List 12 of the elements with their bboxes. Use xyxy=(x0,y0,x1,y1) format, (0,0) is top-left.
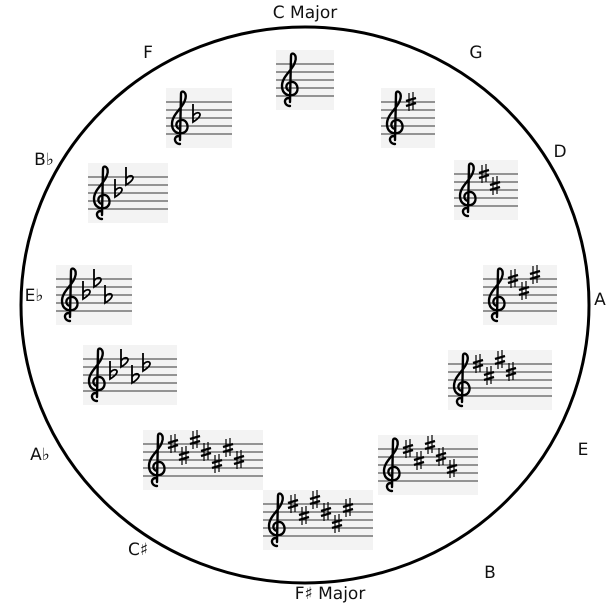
key-label: E xyxy=(578,440,588,460)
key-label: F xyxy=(143,43,153,63)
key-label: A♭ xyxy=(30,445,50,465)
key-label: A xyxy=(594,290,606,310)
key-label: F♯ Major xyxy=(294,584,366,604)
key-label: G xyxy=(469,43,483,63)
key-label: B♭ xyxy=(34,150,54,170)
key-label: C Major xyxy=(272,3,338,23)
key-label: D xyxy=(553,142,567,162)
key-label: C♯ xyxy=(128,540,148,560)
key-label: B xyxy=(484,563,496,583)
key-label: E♭ xyxy=(24,286,44,306)
